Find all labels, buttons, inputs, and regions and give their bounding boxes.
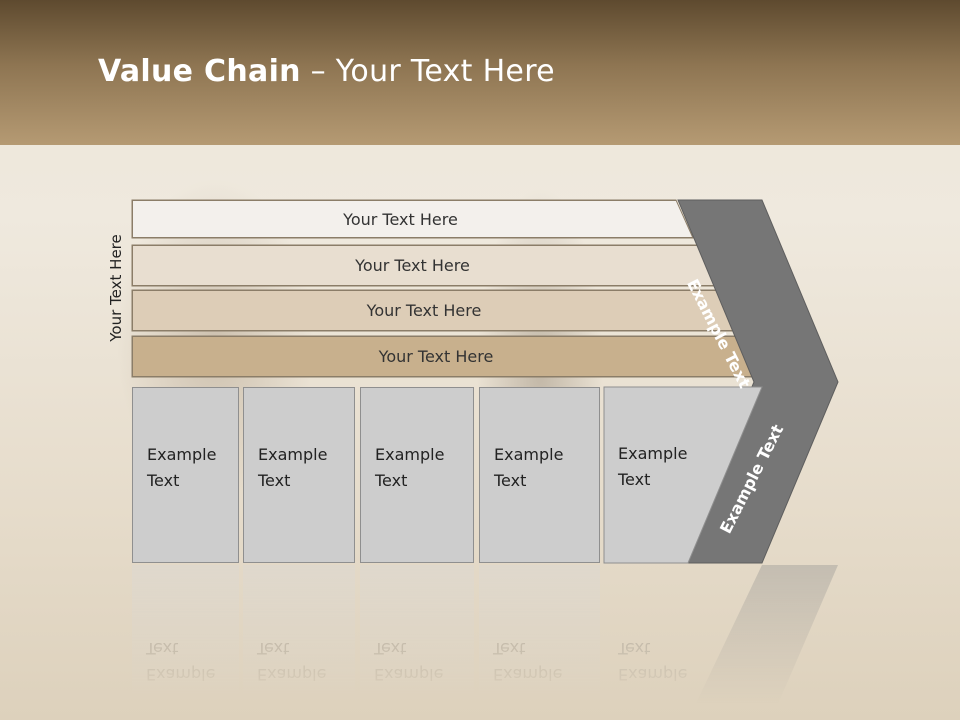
support-row-2: Your Text Here [132, 245, 717, 286]
support-row-3: Your Text Here [132, 290, 740, 331]
primary-column-label: Example Text [147, 445, 217, 490]
primary-column-3: Example Text [360, 387, 474, 563]
slide-title: Value Chain – Your Text Here [98, 54, 555, 89]
reflection: Example Text Example Text Example Text E… [0, 565, 960, 720]
header-band [0, 0, 960, 145]
primary-column-label: Example Text [258, 445, 328, 490]
primary-column-4: Example Text [479, 387, 600, 563]
support-row-4: Your Text Here [132, 336, 764, 377]
primary-column-5: Example Text [604, 387, 704, 563]
primary-column-2: Example Text [243, 387, 355, 563]
support-row-1: Your Text Here [132, 200, 693, 238]
title-rest: – Your Text Here [300, 54, 555, 89]
primary-column-label: Example Text [494, 445, 564, 490]
support-row-label: Your Text Here [355, 256, 470, 275]
support-row-label: Your Text Here [343, 209, 458, 229]
support-row-label: Your Text Here [378, 347, 494, 366]
primary-column-label: Example Text [618, 444, 688, 489]
reflection-shapes [678, 565, 838, 720]
support-row-label: Your Text Here [366, 301, 482, 320]
primary-column-1: Example Text [132, 387, 239, 563]
title-bold: Value Chain [98, 54, 301, 89]
side-label: Your Text Here [107, 234, 125, 342]
primary-column-label: Example Text [375, 445, 445, 490]
